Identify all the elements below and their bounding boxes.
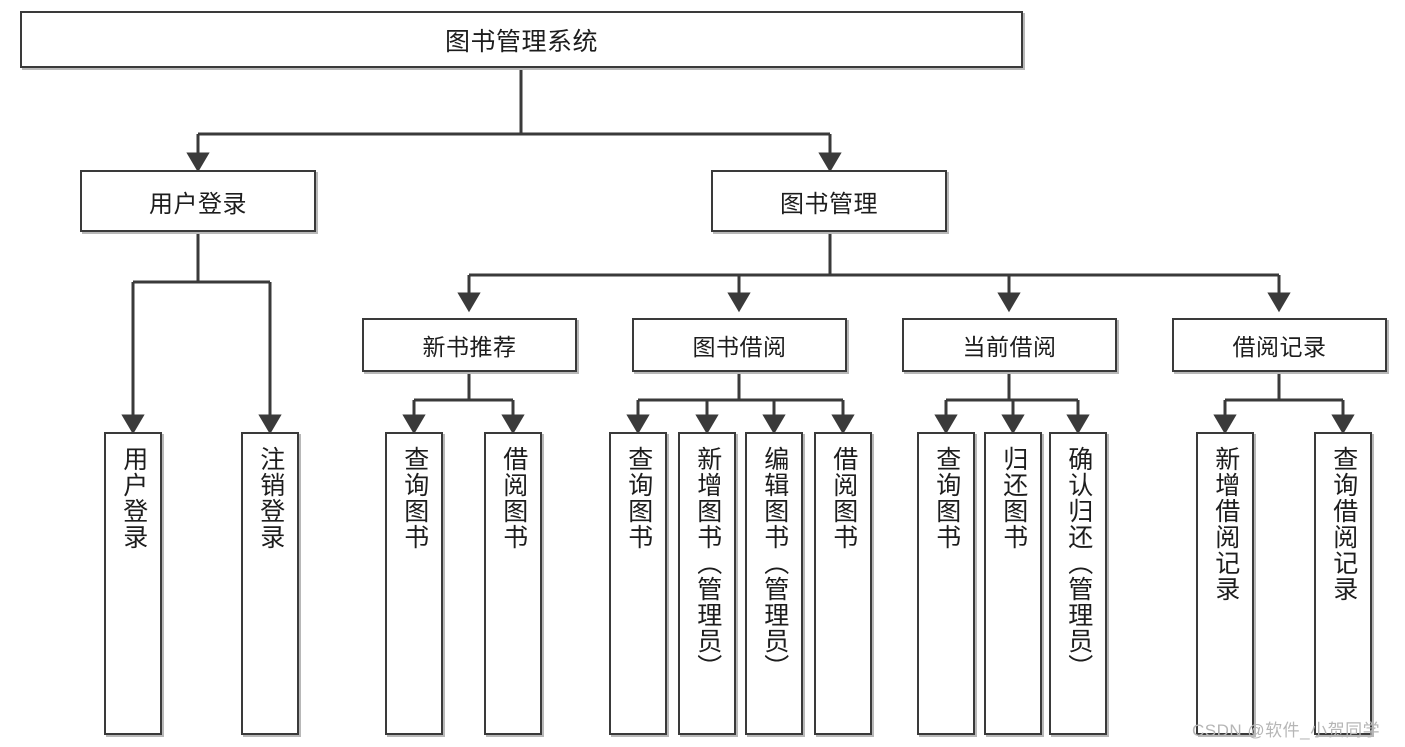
leaf-node[interactable]: 借阅图书 — [484, 432, 542, 735]
leaf-node[interactable]: 确认归还（管理员） — [1049, 432, 1107, 735]
leaf-node[interactable]: 用户登录 — [104, 432, 162, 735]
leaf-node[interactable]: 查询借阅记录 — [1314, 432, 1372, 735]
node-label: 图书管理系统 — [444, 27, 598, 56]
node-label: 新增借阅记录 — [1211, 446, 1240, 602]
leaf-node[interactable]: 注销登录 — [241, 432, 299, 735]
node-label: 借阅图书 — [829, 446, 858, 550]
node-label: 查询图书 — [932, 446, 961, 550]
node-label: 新增图书（管理员） — [693, 446, 722, 680]
node-current-borrow[interactable]: 当前借阅 — [902, 318, 1117, 372]
node-label: 编辑图书（管理员） — [760, 446, 789, 680]
node-label: 注销登录 — [256, 446, 285, 550]
node-label: 查询图书 — [400, 446, 429, 550]
node-label: 归还图书 — [999, 446, 1028, 550]
node-book-management[interactable]: 图书管理 — [711, 170, 947, 232]
leaf-node[interactable]: 编辑图书（管理员） — [745, 432, 803, 735]
leaf-node[interactable]: 新增借阅记录 — [1196, 432, 1254, 735]
node-new-book-recommend[interactable]: 新书推荐 — [362, 318, 577, 372]
node-label: 当前借阅 — [962, 334, 1057, 360]
node-label: 借阅记录 — [1232, 334, 1327, 360]
node-borrow-record[interactable]: 借阅记录 — [1172, 318, 1387, 372]
node-root-system[interactable]: 图书管理系统 — [20, 11, 1023, 68]
node-book-borrow[interactable]: 图书借阅 — [632, 318, 847, 372]
node-label: 图书借阅 — [692, 334, 787, 360]
node-label: 用户登录 — [119, 446, 148, 550]
node-label: 图书管理 — [780, 190, 878, 218]
node-label: 借阅图书 — [499, 446, 528, 550]
node-label: 查询借阅记录 — [1329, 446, 1358, 602]
node-label: 确认归还（管理员） — [1064, 446, 1093, 680]
csdn-watermark: CSDN @软件_小贺同学 — [1192, 721, 1381, 740]
node-label: 查询图书 — [624, 446, 653, 550]
leaf-node[interactable]: 归还图书 — [984, 432, 1042, 735]
node-label: 新书推荐 — [422, 334, 517, 360]
leaf-node[interactable]: 借阅图书 — [814, 432, 872, 735]
leaf-node[interactable]: 新增图书（管理员） — [678, 432, 736, 735]
node-user-login[interactable]: 用户登录 — [80, 170, 316, 232]
leaf-node[interactable]: 查询图书 — [917, 432, 975, 735]
node-label: 用户登录 — [149, 190, 247, 218]
leaf-node[interactable]: 查询图书 — [609, 432, 667, 735]
leaf-node[interactable]: 查询图书 — [385, 432, 443, 735]
